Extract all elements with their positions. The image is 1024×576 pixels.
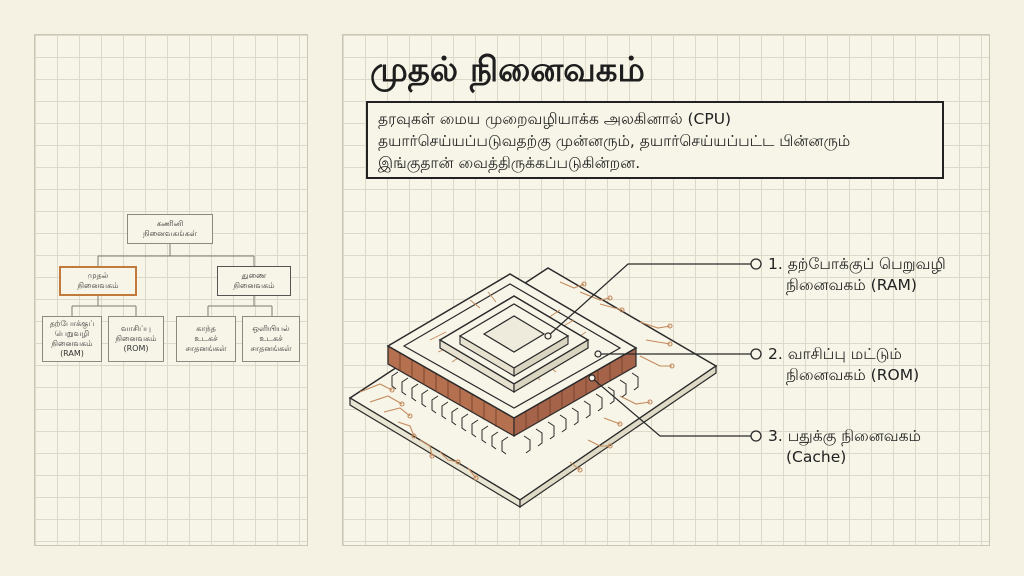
label-cache-line-2: (Cache): [786, 448, 847, 466]
tree-magnetic-node: காந்த உடகச் சாதனங்கள்: [176, 316, 236, 362]
page-title: முதல் நினைவகம்: [370, 50, 645, 90]
tree-ram-node: தற்போக்குப் பெறுவழி நினைவகம் (RAM): [42, 316, 102, 362]
description-line-2: தயார்செய்யப்படுவதற்கு முன்னரும், தயார்செ…: [378, 132, 851, 150]
description-line-3: இங்குதான் வைத்திருக்கப்படுகின்றன.: [378, 154, 641, 172]
label-cache: 3. பதுக்கு நினைவகம் (Cache): [768, 426, 921, 468]
circuit-traces: [359, 281, 675, 481]
tree-root-node: கணினி நினைவகங்கள்: [127, 214, 213, 244]
tree-magnetic-label: காந்த உடகச் சாதனங்கள்: [185, 324, 227, 353]
tree-secondary-memory-node: துணை நினைவகம்: [217, 266, 291, 296]
tree-optical-label: ஒளியியல் உடகச் சாதனங்கள்: [250, 324, 292, 353]
label-ram: 1. தற்போக்குப் பெறுவழி நினைவகம் (RAM): [768, 254, 946, 296]
tree-primary-label: முதல் நினைவகம்: [77, 271, 119, 290]
tree-ram-label: தற்போக்குப் பெறுவழி நினைவகம் (RAM): [49, 319, 95, 358]
label-rom-line-2: நினைவகம் (ROM): [786, 366, 920, 384]
description-line-1: தரவுகள் மைய முறைவழியாக்க அலகினால் (CPU): [378, 110, 732, 128]
tree-primary-memory-node: முதல் நினைவகம்: [59, 266, 137, 296]
chip-die: [438, 295, 590, 394]
description-box: தரவுகள் மைய முறைவழியாக்க அலகினால் (CPU) …: [366, 101, 944, 179]
tree-optical-node: ஒளியியல் உடகச் சாதனங்கள்: [242, 316, 300, 362]
tree-rom-node: வாசிப்பு நினைவகம் (ROM): [108, 316, 164, 362]
tree-rom-label: வாசிப்பு நினைவகம் (ROM): [115, 324, 157, 353]
label-ram-line-2: நினைவகம் (RAM): [786, 276, 917, 294]
label-rom-line-1: 2. வாசிப்பு மட்டும்: [768, 345, 902, 363]
label-cache-line-1: 3. பதுக்கு நினைவகம்: [768, 427, 921, 445]
tree-secondary-label: துணை நினைவகம்: [233, 271, 275, 290]
chip-pins-right: [523, 372, 639, 454]
label-rom: 2. வாசிப்பு மட்டும் நினைவகம் (ROM): [768, 344, 919, 386]
chip-pins-left: [391, 371, 509, 455]
label-markers: [750, 258, 762, 442]
label-ram-line-1: 1. தற்போக்குப் பெறுவழி: [768, 255, 946, 273]
tree-root-label: கணினி நினைவகங்கள்: [142, 219, 198, 238]
leader-lines: [544, 263, 752, 437]
